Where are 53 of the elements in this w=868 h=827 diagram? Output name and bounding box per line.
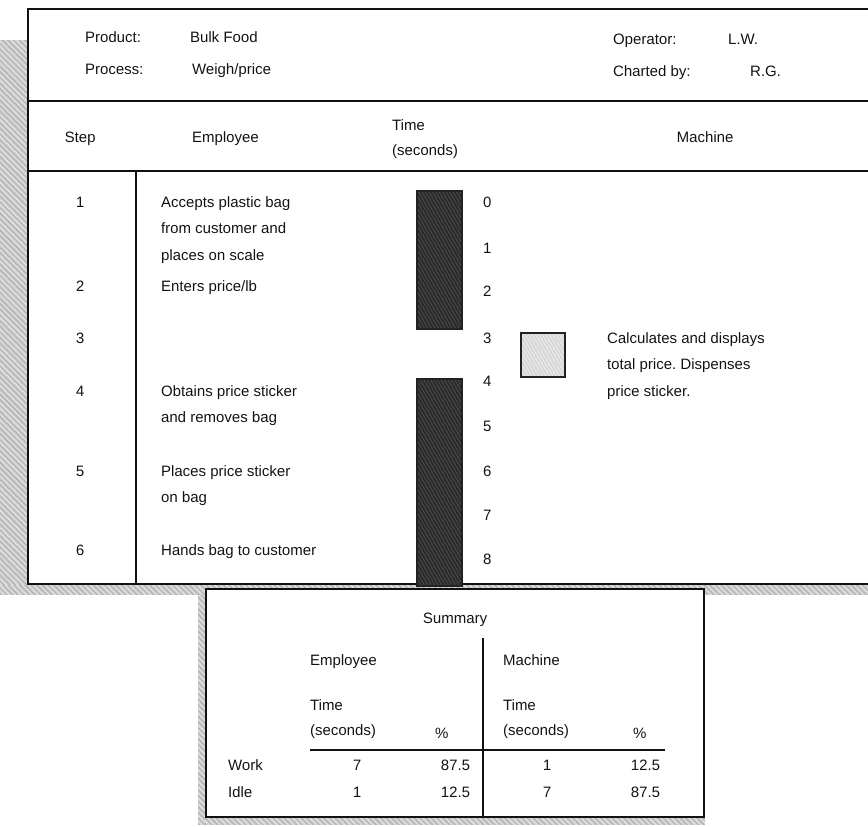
time-tick: 7 (483, 506, 492, 526)
step-number: 3 (74, 329, 86, 349)
machine-work-box (520, 332, 566, 378)
step-description: Places price sticker on bag (161, 462, 292, 508)
header-label: Charted by: (613, 62, 692, 82)
time-tick: 4 (483, 372, 492, 392)
row-label: Work (228, 756, 264, 776)
step-description: Obtains price sticker and removes bag (161, 382, 298, 428)
time-tick: 1 (483, 239, 492, 259)
summary-heading: Machine (503, 650, 561, 670)
summary-value: 12.5 (440, 783, 470, 803)
summary-value: 1 (352, 783, 362, 803)
time-tick: 3 (483, 329, 492, 349)
header-label: Process: (85, 60, 144, 80)
summary-heading: Time (seconds) (503, 696, 570, 740)
header-value: R.G. (750, 62, 782, 82)
step-description: Enters price/lb (161, 276, 258, 297)
time-tick: 0 (483, 193, 492, 213)
header-label: Operator: (613, 30, 678, 50)
time-tick: 6 (483, 462, 492, 482)
summary-value: 87.5 (440, 756, 470, 776)
step-number: 6 (74, 541, 86, 561)
row-label: Idle (228, 783, 254, 803)
time-tick: 5 (483, 417, 492, 437)
step-number: 1 (74, 193, 86, 213)
column-heading: Employee (192, 128, 260, 148)
header-label: Product: (85, 28, 142, 48)
step-description: Hands bag to customer (161, 540, 318, 561)
header-value: Weigh/price (192, 60, 272, 80)
step-number: 2 (74, 277, 86, 297)
column-heading: Time (seconds) (392, 116, 459, 160)
summary-value: 1 (542, 756, 552, 776)
summary-heading: % (435, 724, 450, 744)
header-value: L.W. (728, 30, 760, 50)
summary-value: 7 (542, 783, 552, 803)
machine-description: Calculates and displays total price. Dispenses price sticker. (607, 328, 766, 402)
time-tick: 8 (483, 550, 492, 570)
summary-value: 12.5 (630, 756, 660, 776)
header-value: Bulk Food (190, 28, 259, 48)
step-number: 4 (74, 382, 86, 402)
column-heading: Machine (676, 128, 734, 148)
step-number: 5 (74, 462, 86, 482)
summary-heading: % (633, 724, 648, 744)
summary-heading: Time (seconds) (310, 696, 377, 740)
column-heading: Step (64, 128, 96, 148)
step-description: Accepts plastic bag from customer and places on scale (161, 192, 292, 266)
summary-heading: Summary (422, 608, 488, 628)
summary-heading: Employee (310, 650, 378, 670)
summary-value: 7 (352, 756, 362, 776)
time-tick: 2 (483, 282, 492, 302)
employee-work-bar (416, 378, 463, 587)
summary-value: 87.5 (630, 783, 660, 803)
employee-work-bar (416, 190, 463, 330)
